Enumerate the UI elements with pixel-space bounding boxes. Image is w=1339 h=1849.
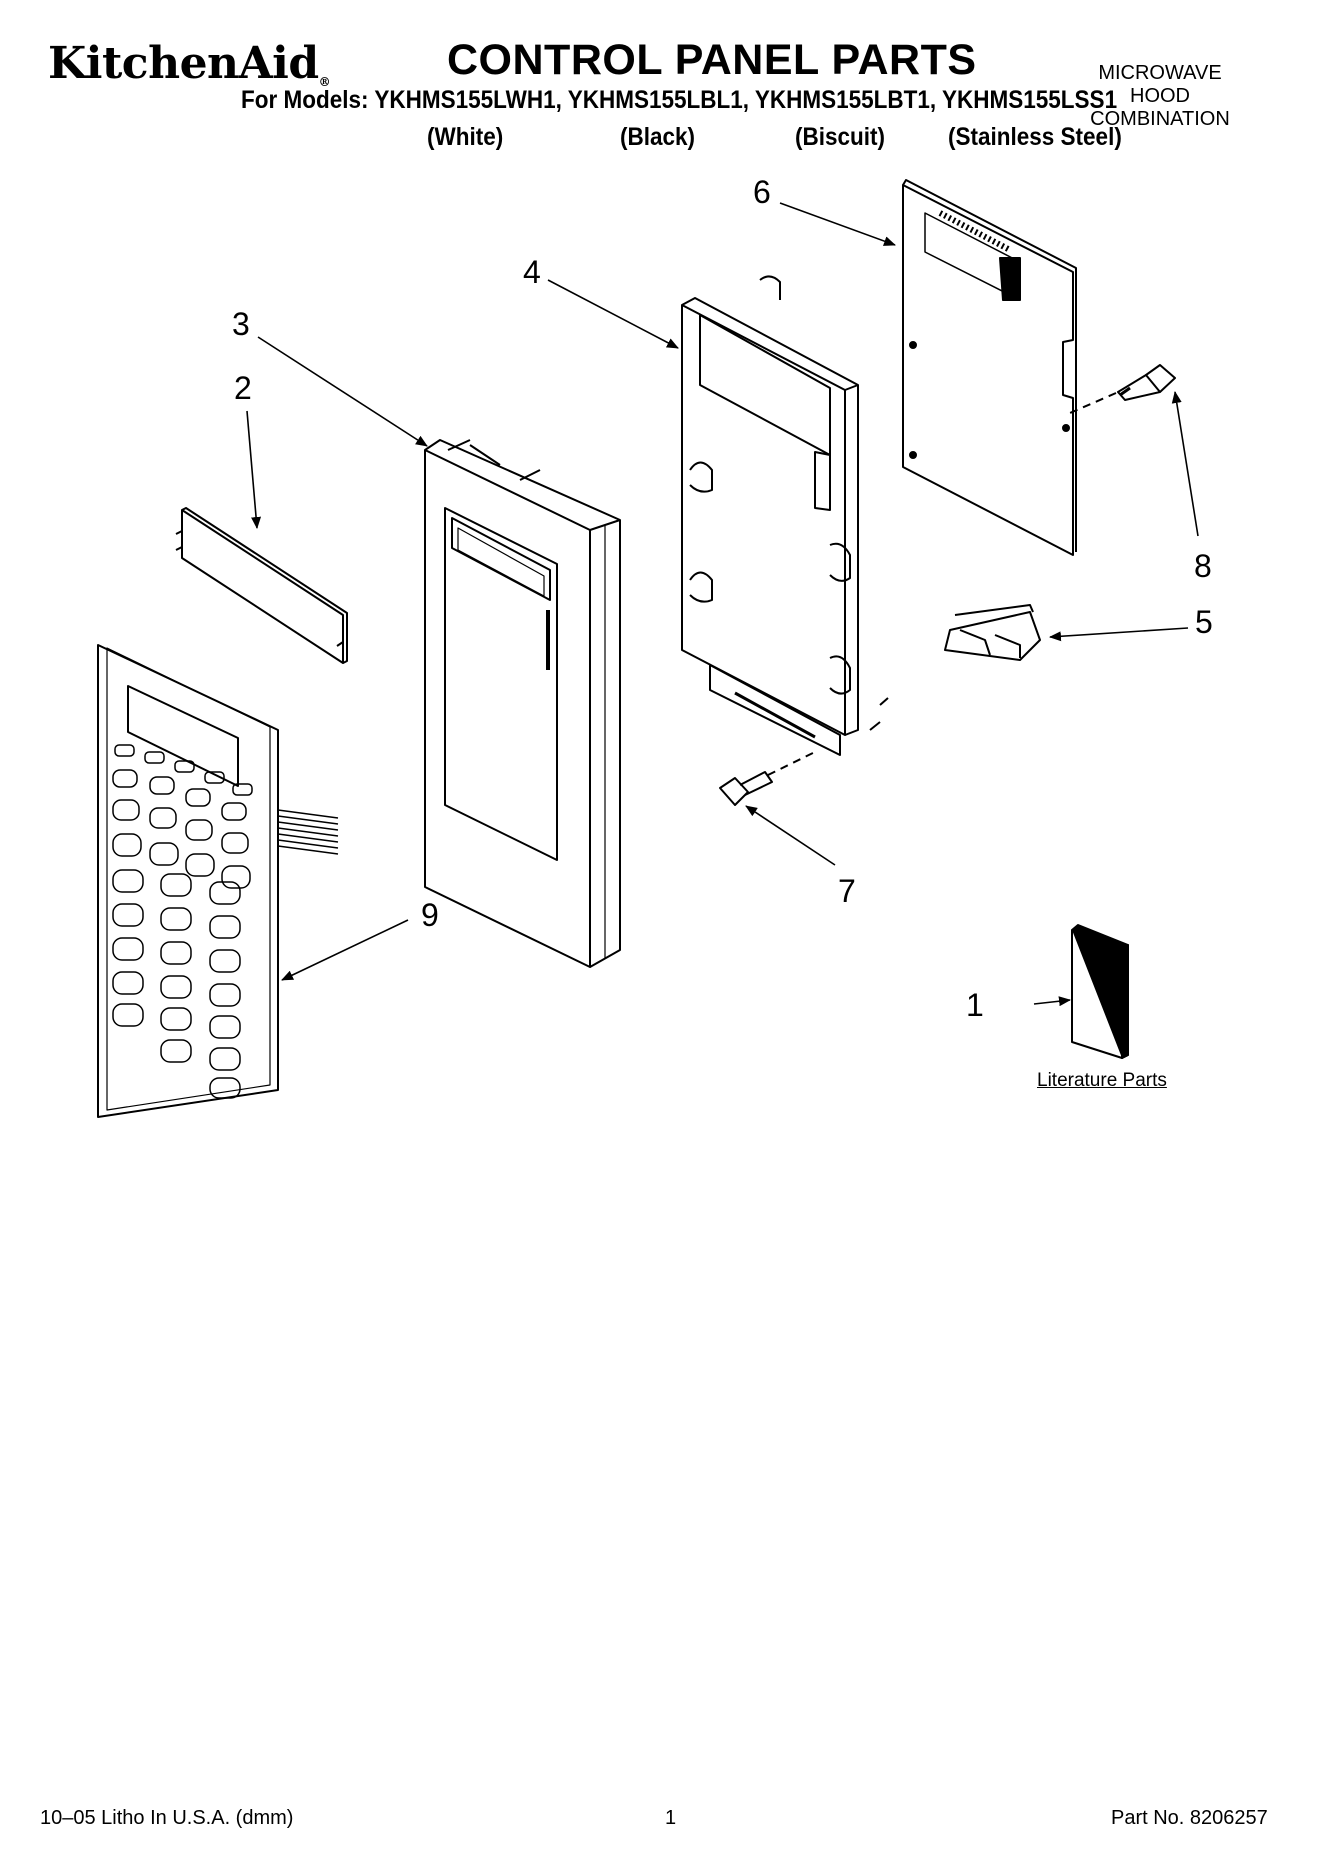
callout-2: 2: [234, 370, 252, 406]
leader-5: [1049, 627, 1189, 642]
leader-4: [547, 279, 679, 349]
leader-2: [246, 410, 262, 529]
leader-1: [1033, 996, 1071, 1007]
callout-1: 1: [966, 987, 984, 1023]
part-literature: [1071, 924, 1129, 1059]
callout-leaders: [246, 202, 1199, 1007]
part-clip: [944, 604, 1041, 661]
part-control-bracket: [681, 275, 889, 756]
leader-8: [1171, 391, 1199, 537]
leader-9: [281, 919, 409, 981]
callout-3: 3: [232, 306, 250, 342]
color-biscuit: (Biscuit): [795, 123, 885, 151]
literature-parts-label: Literature Parts: [1037, 1070, 1167, 1091]
part-keypad-membrane: [97, 644, 339, 1118]
product-type-line: COMBINATION: [1090, 108, 1230, 130]
leader-7: [745, 805, 836, 866]
color-stainless-steel: (Stainless Steel): [948, 123, 1122, 151]
page-number: 1: [665, 1807, 677, 1829]
product-type-line: MICROWAVE: [1098, 62, 1222, 84]
callout-6: 6: [753, 174, 771, 210]
part-control-board: [902, 179, 1077, 556]
color-white: (White): [427, 123, 504, 151]
page-title: CONTROL PANEL PARTS: [447, 36, 977, 84]
brand-logo: KitchenAid®: [48, 38, 331, 89]
registered-mark: ®: [318, 75, 331, 89]
model-list: For Models: YKHMS155LWH1, YKHMS155LBL1, …: [241, 86, 1118, 114]
callout-7: 7: [838, 873, 856, 909]
part-screw-bracket: [719, 751, 816, 806]
brand-name: KitchenAid: [48, 38, 319, 89]
part-window: [175, 507, 348, 664]
part-control-panel-frame: [424, 439, 621, 968]
callout-9: 9: [421, 897, 439, 933]
leader-6: [779, 202, 896, 246]
callout-5: 5: [1195, 604, 1213, 640]
product-type: MICROWAVE HOOD COMBINATION: [1080, 62, 1240, 131]
product-type-line: HOOD: [1130, 85, 1190, 107]
color-black: (Black): [620, 123, 696, 151]
callout-4: 4: [523, 254, 541, 290]
footer-litho: 10–05 Litho In U.S.A. (dmm): [40, 1807, 294, 1829]
callout-8: 8: [1194, 548, 1212, 584]
part-screw-board: [1069, 364, 1176, 414]
leader-3: [257, 336, 428, 447]
part-number: Part No. 8206257: [1111, 1807, 1268, 1829]
